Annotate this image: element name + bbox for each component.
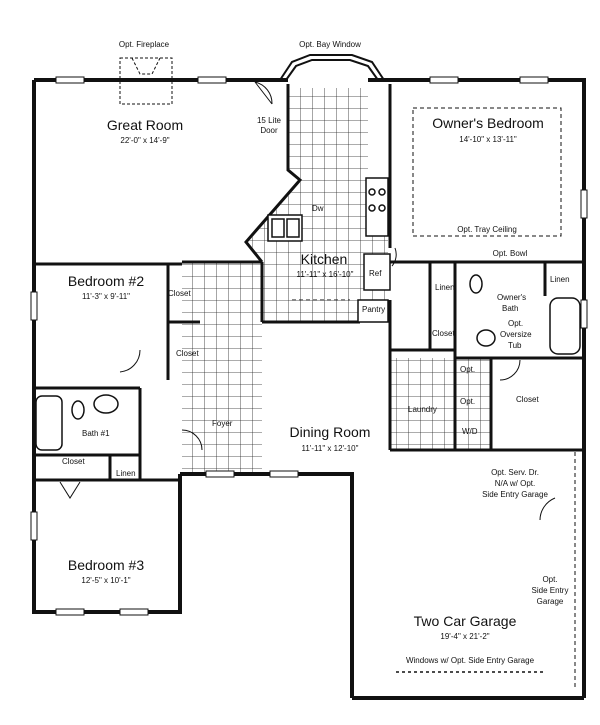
closet-label-bed3: Closet [62,457,85,466]
dining-room-dims: 11'-11" x 12'-10" [301,444,359,453]
linen-label-bath: Linen [550,275,570,284]
bay-window [279,54,385,81]
serv-dr-label-2: N/A w/ Opt. [494,479,536,488]
garage-name: Two Car Garage [413,613,517,629]
washer-dryer-label: W/D [462,427,478,436]
foyer-label: Foyer [212,419,233,428]
opt-label-2: Opt. [460,397,476,406]
dishwasher-label: Dw [312,204,324,213]
side-entry-label-1: Opt. [542,575,558,584]
great-room-dims: 22'-0" x 14'-9" [120,136,170,145]
lite-door-label-1: 15 Lite [256,116,282,125]
foyer-tile [182,262,262,472]
serv-dr-label-1: Opt. Serv. Dr. [491,468,539,477]
opt-bowl-label: Opt. Bowl [492,249,528,258]
oversize-tub-label-3: Tub [508,341,522,350]
owners-bath-label-1: Owner's [497,293,527,302]
dining-room-name: Dining Room [289,424,371,440]
linen-label-owners: Linen [435,283,455,292]
fireplace [119,57,173,105]
opt-tray-ceiling-label: Opt. Tray Ceiling [457,225,517,234]
serv-dr-label-3: Side Entry Garage [482,490,548,499]
bath-fixtures [35,274,581,451]
side-entry-label-2: Side Entry [531,586,569,595]
opt-bay-window-label: Opt. Bay Window [299,40,361,49]
pantry-label: Pantry [362,305,386,314]
oversize-tub-label-1: Opt. [508,319,524,328]
bedroom3-name: Bedroom #3 [67,557,145,573]
closet-label-bed2: Closet [168,289,191,298]
owners-bedroom-name: Owner's Bedroom [432,115,544,131]
owners-bedroom-dims: 14'-10" x 13'-11" [459,135,517,144]
bedroom2-dims: 11'-3" x 9'-11" [81,292,131,301]
kitchen-name: Kitchen [300,251,348,267]
linen-label-hall: Linen [116,469,136,478]
bedroom2-name: Bedroom #2 [67,273,145,289]
closet-label-hall: Closet [176,349,199,358]
great-room-name: Great Room [106,117,184,133]
laundry-label: Laundry [408,405,437,414]
owners-bath-label-2: Bath [502,304,519,313]
utility-tile [455,358,491,450]
bath1-label: Bath #1 [82,429,110,438]
opt-label-1: Opt. [460,365,476,374]
refrigerator-label: Ref [369,269,382,278]
lite-door-label-2: Door [260,126,278,135]
opt-fireplace-label: Opt. Fireplace [118,40,170,49]
windows [30,76,588,616]
closet-label-owners: Closet [432,329,455,338]
kitchen-tile [246,88,388,322]
closet-label-garage: Closet [516,395,539,404]
bedroom3-dims: 12'-5" x 10'-1" [81,576,131,585]
tile-floors [182,88,491,472]
laundry-tile [390,358,456,450]
interior-walls [34,84,584,482]
dashed-lines [292,107,576,690]
windows-note: Windows w/ Opt. Side Entry Garage [405,656,535,665]
side-entry-label-3: Garage [536,597,564,606]
oversize-tub-label-2: Oversize [500,330,532,339]
garage-dims: 19'-4" x 21'-2" [440,632,490,641]
kitchen-dims: 11'-11" x 16'-10" [296,270,354,279]
kitchen-fixtures [267,177,391,323]
door-swings [59,81,556,521]
